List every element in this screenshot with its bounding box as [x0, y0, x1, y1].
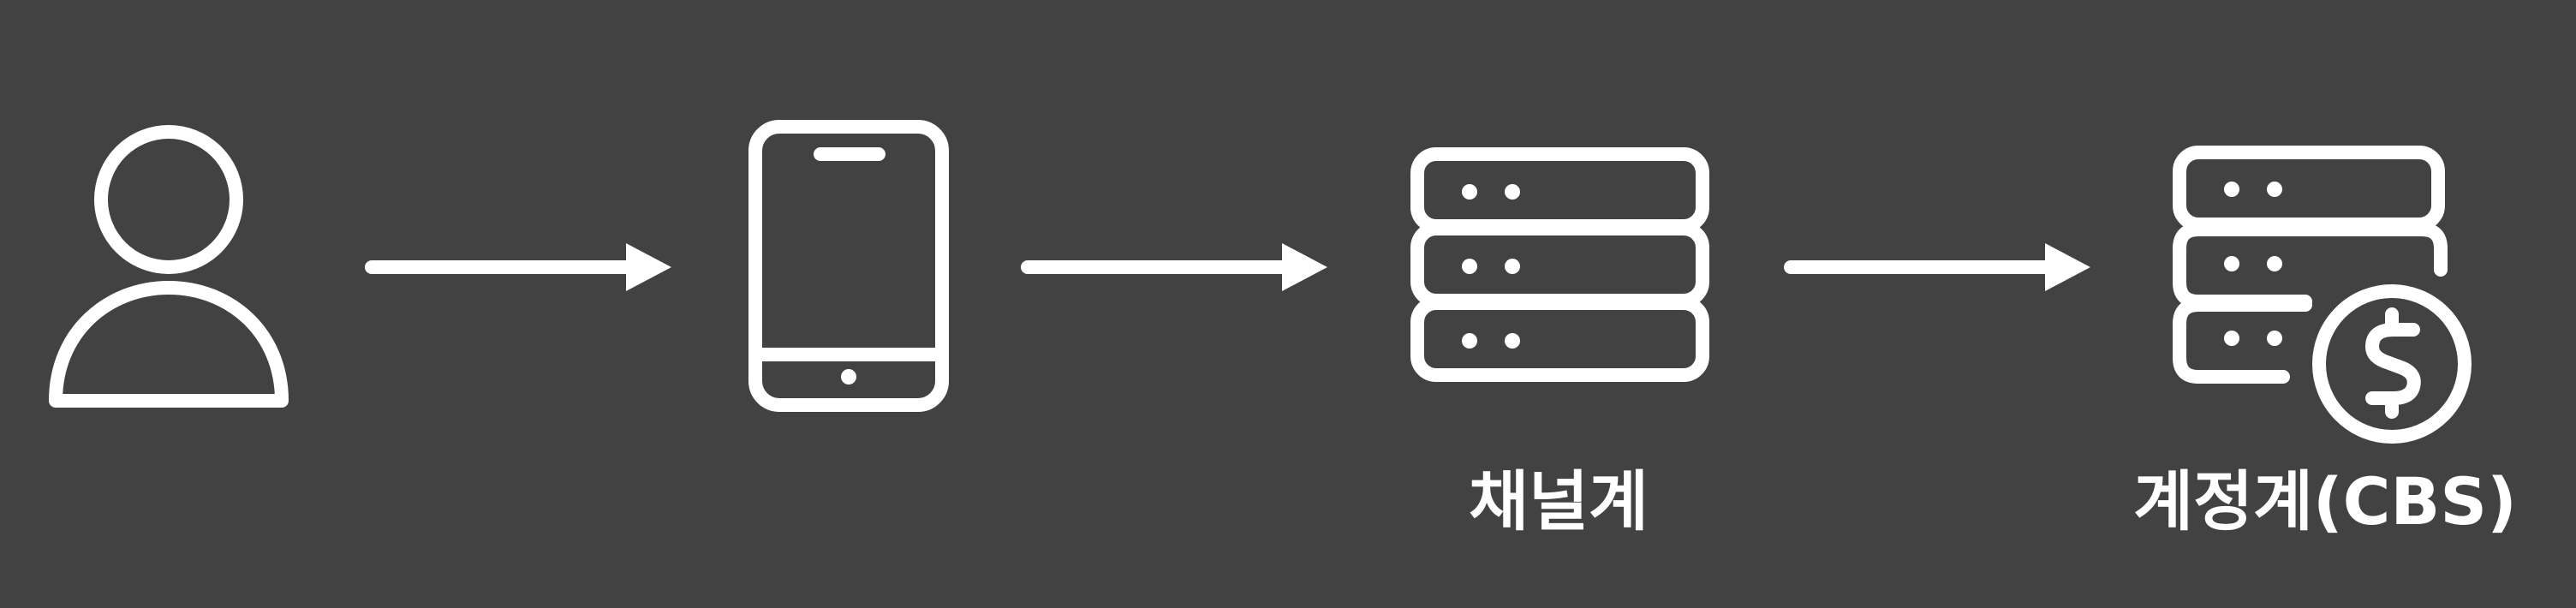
server-money-icon: [2173, 146, 2472, 444]
user-icon: [49, 125, 289, 408]
smartphone-icon: [748, 120, 949, 412]
arrow-mobile-to-channel: [1021, 243, 1327, 291]
arrow-channel-to-core: [1784, 243, 2090, 291]
server-stack-icon: [1410, 147, 1709, 382]
channel-system-label: 채널계: [1469, 463, 1649, 539]
arrow-user-to-mobile: [365, 243, 671, 291]
core-system-label: 계정계(CBS): [2133, 463, 2517, 539]
